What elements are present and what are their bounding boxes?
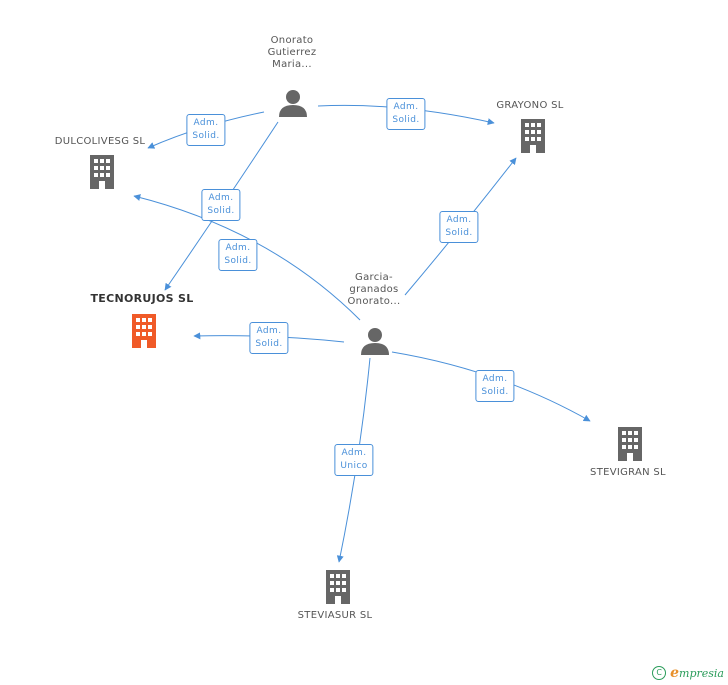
relation-role-line: Solid. [224, 256, 252, 266]
relation-role-line: Adm. [393, 102, 419, 112]
relation-role-line: Solid. [481, 387, 509, 397]
brand-logo: empresia [670, 665, 724, 681]
person-name-line: granados [349, 284, 399, 295]
person-label-garcia[interactable]: Garcia- granados Onorato... [348, 272, 401, 308]
relation-label[interactable]: Adm. Unico [334, 444, 374, 476]
person-icon[interactable] [360, 326, 390, 356]
person-name-line: Gutierrez [267, 47, 317, 58]
person-label-onorato[interactable]: Onorato Gutierrez Maria... [268, 35, 317, 71]
person-name-line: Maria... [272, 59, 312, 70]
building-icon[interactable] [519, 119, 547, 153]
relation-label[interactable]: Adm. Solid. [439, 211, 479, 243]
relation-role-line: Adm. [256, 326, 282, 336]
relation-label[interactable]: Adm. Solid. [201, 189, 241, 221]
building-icon[interactable] [616, 427, 644, 461]
relation-label[interactable]: Adm. Solid. [218, 239, 258, 271]
relation-role-line: Unico [340, 461, 368, 471]
company-label-tecnorujos[interactable]: TECNORUJOS SL [90, 292, 194, 305]
relation-label[interactable]: Adm. Solid. [386, 98, 426, 130]
copyright-icon: C [652, 666, 667, 680]
person-icon[interactable] [278, 88, 308, 118]
relation-role-line: Solid. [192, 131, 220, 141]
building-icon[interactable] [324, 570, 352, 604]
company-label-stevigran[interactable]: STEVIGRAN SL [590, 467, 666, 478]
relation-label[interactable]: Adm. Solid. [186, 114, 226, 146]
relation-role-line: Adm. [225, 243, 251, 253]
edge-garcia-dulcolivesg [133, 194, 361, 321]
relation-role-line: Solid. [255, 339, 283, 349]
relation-label[interactable]: Adm. Solid. [249, 322, 289, 354]
relation-role-line: Solid. [445, 228, 473, 238]
company-label-dulcolivesg[interactable]: DULCOLIVESG SL [54, 136, 146, 147]
empresia-watermark[interactable]: C empresia [652, 665, 724, 681]
relation-role-line: Solid. [207, 206, 235, 216]
relation-role-line: Adm. [482, 374, 508, 384]
relation-role-line: Adm. [208, 193, 234, 203]
company-label-steviasur[interactable]: STEVIASUR SL [297, 610, 373, 621]
person-name-line: Onorato... [347, 296, 401, 307]
person-name-line: Onorato [270, 35, 314, 46]
person-name-line: Garcia- [355, 272, 393, 283]
relation-role-line: Adm. [193, 118, 219, 128]
relation-role-line: Adm. [446, 215, 472, 225]
building-icon-highlighted[interactable] [130, 314, 158, 348]
relation-label[interactable]: Adm. Solid. [475, 370, 515, 402]
relation-role-line: Adm. [341, 448, 367, 458]
relation-role-line: Solid. [392, 115, 420, 125]
building-icon[interactable] [88, 155, 116, 189]
company-label-grayono[interactable]: GRAYONO SL [496, 100, 564, 111]
